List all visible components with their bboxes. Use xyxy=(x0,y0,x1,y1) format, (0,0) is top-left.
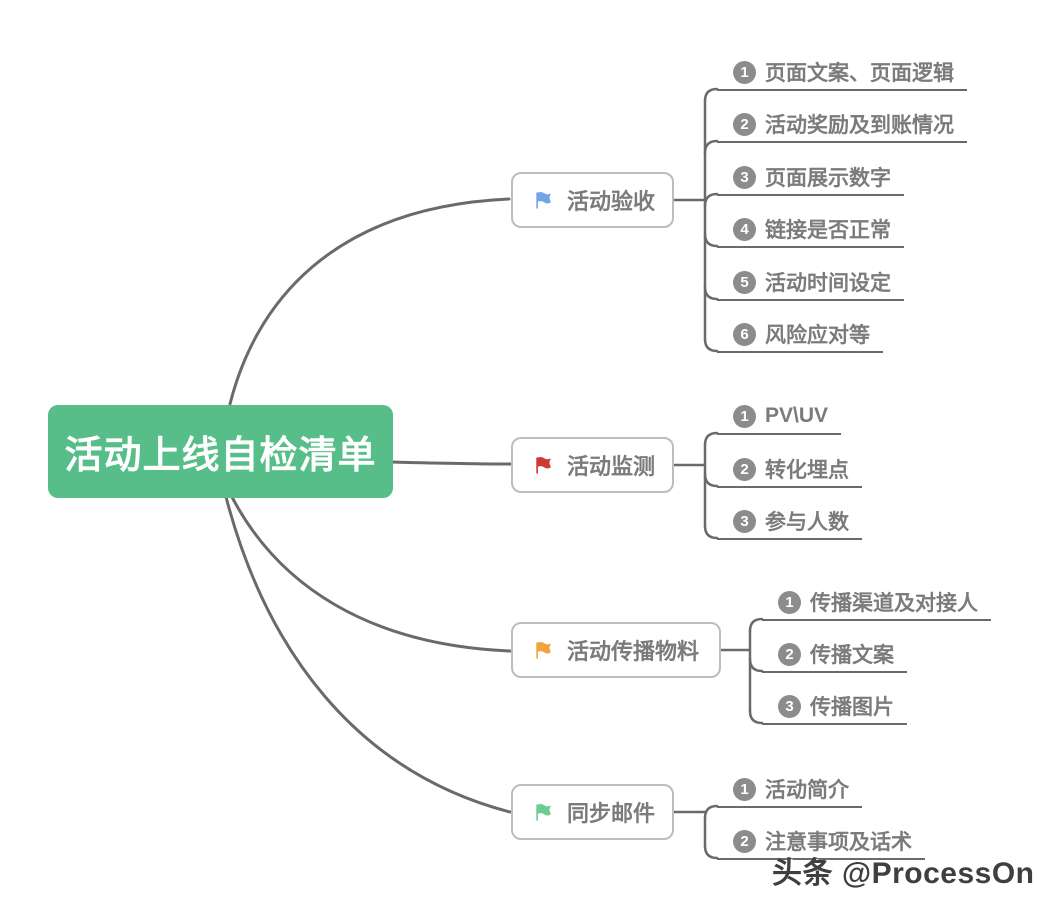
leaf-item[interactable]: 2 注意事项及话术 xyxy=(717,824,925,860)
branch2-trunk xyxy=(672,443,707,528)
number-badge: 3 xyxy=(733,165,756,189)
branch2-elbow-3 xyxy=(703,524,719,540)
root-node[interactable]: 活动上线自检清单 xyxy=(48,405,393,498)
branch-node-activity-monitoring[interactable]: 活动监测 xyxy=(511,437,674,493)
leaf-item[interactable]: 2 活动奖励及到账情况 xyxy=(717,107,967,143)
leaf-item[interactable]: 4 链接是否正常 xyxy=(717,212,904,248)
leaf-item[interactable]: 1 PV\UV xyxy=(717,399,842,435)
branch-node-sync-email[interactable]: 同步邮件 xyxy=(511,784,674,840)
leaf-label: 注意事项及话术 xyxy=(765,831,912,854)
leaf-label: 参与人数 xyxy=(765,511,849,534)
branch-label: 活动验收 xyxy=(567,189,656,214)
curve-root-to-branch2 xyxy=(390,460,512,466)
branch1-trunk xyxy=(672,99,707,341)
branch1-elbow-2 xyxy=(703,139,719,155)
leaf-item[interactable]: 1 活动简介 xyxy=(717,772,862,808)
number-badge: 1 xyxy=(733,60,756,84)
branch-label: 活动传播物料 xyxy=(567,639,700,664)
leaf-label: 转化埋点 xyxy=(765,459,849,482)
branch-label: 同步邮件 xyxy=(567,801,656,826)
branch1-elbow-4 xyxy=(703,232,719,248)
curve-root-to-branch3 xyxy=(230,495,512,653)
number-badge: 5 xyxy=(733,270,756,294)
leaf-item[interactable]: 6 风险应对等 xyxy=(717,317,883,353)
branch3-trunk xyxy=(719,629,752,713)
number-badge: 1 xyxy=(778,590,801,614)
branch4-elbow-1 xyxy=(703,804,719,820)
branch1-elbow-6 xyxy=(703,337,719,353)
branch-label: 活动监测 xyxy=(567,454,656,479)
leaf-label: 活动时间设定 xyxy=(765,272,891,295)
branch1-elbow-1 xyxy=(703,87,719,103)
branch3-elbow-1 xyxy=(748,617,764,633)
branch-node-activity-acceptance[interactable]: 活动验收 xyxy=(511,172,674,228)
leaf-label: 传播图片 xyxy=(810,696,894,719)
leaf-label: 传播文案 xyxy=(810,644,894,667)
leaf-item[interactable]: 2 传播文案 xyxy=(762,637,907,673)
number-badge: 2 xyxy=(733,829,756,853)
leaf-label: PV\UV xyxy=(765,404,829,427)
leaf-item[interactable]: 1 页面文案、页面逻辑 xyxy=(717,55,967,91)
number-badge: 6 xyxy=(733,322,756,346)
processon-watermark: 头条 @ProcessOn xyxy=(772,857,1035,890)
flag-icon xyxy=(536,191,551,209)
number-badge: 2 xyxy=(733,457,756,481)
branch4-elbow-2 xyxy=(703,844,719,860)
leaf-label: 链接是否正常 xyxy=(765,219,891,242)
leaf-item[interactable]: 3 参与人数 xyxy=(717,504,862,540)
branch2-elbow-2 xyxy=(703,472,719,488)
flag-icon xyxy=(536,456,551,474)
number-badge: 1 xyxy=(733,404,756,428)
leaf-item[interactable]: 2 转化埋点 xyxy=(717,452,862,488)
leaf-label: 活动简介 xyxy=(765,779,849,802)
number-badge: 3 xyxy=(778,694,801,718)
branch3-elbow-3 xyxy=(748,709,764,725)
curve-root-to-branch1 xyxy=(228,197,511,406)
leaf-label: 页面文案、页面逻辑 xyxy=(765,62,954,85)
leaf-item[interactable]: 1 传播渠道及对接人 xyxy=(762,585,991,621)
flag-icon xyxy=(536,641,551,659)
branch1-elbow-5 xyxy=(703,285,719,301)
root-label: 活动上线自检清单 xyxy=(64,435,377,477)
leaf-label: 风险应对等 xyxy=(765,324,870,347)
number-badge: 2 xyxy=(733,112,756,136)
leaf-label: 页面展示数字 xyxy=(765,167,891,190)
leaf-item[interactable]: 3 传播图片 xyxy=(762,689,907,725)
number-badge: 3 xyxy=(733,509,756,533)
leaf-item[interactable]: 3 页面展示数字 xyxy=(717,160,904,196)
number-badge: 4 xyxy=(733,217,756,241)
branch4-trunk xyxy=(672,810,707,848)
branch2-elbow-1 xyxy=(703,431,719,447)
flag-icon xyxy=(536,803,551,821)
branch1-elbow-3 xyxy=(703,192,719,208)
leaf-item[interactable]: 5 活动时间设定 xyxy=(717,265,904,301)
branch-node-promo-materials[interactable]: 活动传播物料 xyxy=(511,622,721,678)
leaf-label: 活动奖励及到账情况 xyxy=(765,114,954,137)
number-badge: 2 xyxy=(778,642,801,666)
branch3-elbow-2 xyxy=(748,657,764,673)
leaf-label: 传播渠道及对接人 xyxy=(810,592,978,615)
number-badge: 1 xyxy=(733,777,756,801)
curve-root-to-branch4 xyxy=(224,495,512,814)
